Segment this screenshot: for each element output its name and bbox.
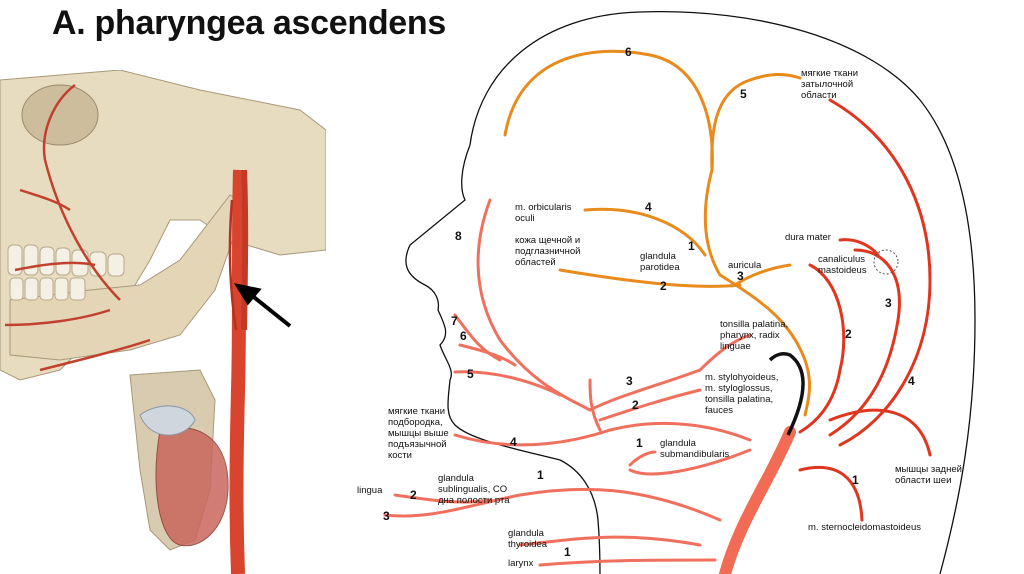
label-canaliculus: canaliculus mastoideus (818, 254, 868, 276)
number-2-right: 2 (845, 327, 852, 341)
label-larynx: larynx (508, 558, 534, 569)
number-8: 8 (455, 229, 462, 243)
thyroid-gland-shape (155, 427, 229, 547)
number-3-right: 3 (885, 296, 892, 310)
number-3-auricula: 3 (737, 269, 744, 283)
face-profile (405, 144, 601, 574)
number-1-right: 1 (852, 473, 859, 487)
branch-pink-3 (588, 368, 702, 412)
branch-red-4 (828, 408, 932, 457)
branch-pink-submand (628, 450, 657, 467)
number-2-cheek: 2 (660, 279, 667, 293)
label-soft-tissue-occipital: мягкие ткани затылочной области (801, 68, 861, 101)
slide-title: A. pharyngea ascendens (52, 4, 446, 42)
branch-red-dura (838, 238, 880, 257)
label-thyroid: glandula thyroidea (508, 528, 548, 550)
label-stylohyoid: m. stylohyoideus, m. styloglossus, tonsi… (705, 372, 781, 416)
artery-trunk (719, 426, 796, 574)
label-tonsilla: tonsilla palatina, pharynx, radix lingua… (720, 319, 791, 352)
label-neck-back: мышцы задней области шеи (895, 464, 965, 486)
branch-pink-6 (458, 343, 517, 367)
branch-pink-tonsil (698, 333, 752, 372)
branch-pink-1 (628, 448, 752, 476)
branch-red-3 (828, 248, 901, 437)
number-2-stylo: 2 (632, 398, 639, 412)
branch-pink-lingua (383, 487, 722, 522)
label-scm: m. sternocleidomastoideus (808, 522, 921, 533)
branch-pink-larynx (538, 558, 717, 567)
branch-pink-7 (453, 313, 502, 362)
number-4-oculi: 4 (645, 200, 652, 214)
branch-orange-4 (583, 207, 707, 257)
branch-orange-2 (558, 268, 742, 288)
label-auricula: auricula (728, 260, 762, 271)
label-dura-mater: dura mater (785, 232, 831, 243)
external-carotid (241, 169, 249, 331)
canaliculus-circle (873, 249, 899, 275)
branch-orange-3 (733, 263, 792, 287)
label-lingua: lingua (357, 485, 383, 496)
branch-red-2 (798, 263, 846, 434)
lower-teeth (9, 277, 86, 301)
branch-pink-main (453, 421, 752, 447)
number-4-chin: 4 (510, 435, 517, 449)
number-1-sublingual: 1 (537, 468, 544, 482)
branch-red-1 (798, 465, 864, 522)
number-6-top: 6 (625, 45, 632, 59)
facial-artery-branches (4, 84, 151, 372)
number-5-top: 5 (740, 87, 747, 101)
number-3-lingua: 3 (383, 509, 390, 523)
number-3-tonsil: 3 (626, 374, 633, 388)
branch-pink-2 (598, 388, 702, 422)
branch-pink-8 (476, 198, 592, 412)
branch-orange-main (703, 168, 811, 417)
trunk-black-end (768, 352, 805, 436)
label-cheek-skin: кожа щечной и подглазничной областей (515, 235, 583, 268)
branch-orange-6 (503, 49, 714, 172)
number-5-face: 5 (467, 367, 474, 381)
ascending-pharyngeal-artery (228, 199, 238, 331)
branch-pink-thyroid (518, 535, 702, 547)
label-orbicularis: m. orbicularis oculi (515, 202, 574, 224)
cartilage-shape (139, 405, 196, 436)
number-1-thyroid: 1 (564, 545, 571, 559)
number-1-submand: 1 (636, 436, 643, 450)
number-7: 7 (451, 314, 458, 328)
branch-pink-lingua-2 (393, 493, 492, 504)
number-2-lingua: 2 (410, 488, 417, 502)
branch-pink-4-up (588, 378, 602, 432)
branch-pink-5 (453, 370, 562, 397)
number-6-face: 6 (460, 329, 467, 343)
label-parotid: glandula parotidea (640, 251, 680, 273)
carotid-artery (229, 169, 247, 574)
anatomy-illustration (0, 70, 326, 574)
branch-orange-5 (710, 73, 802, 172)
pointer-arrow (233, 283, 292, 328)
number-4-right: 4 (908, 374, 915, 388)
label-sublingual: glandula sublingualis, CO дна полости рт… (438, 473, 510, 506)
label-chin-soft-tissue: мягкие ткани подбородка, мышцы выше подъ… (388, 406, 451, 461)
head-outline (469, 11, 976, 574)
orbit-shape (21, 84, 99, 146)
number-1-parotid: 1 (688, 239, 695, 253)
label-submandibular: glandula submandibularis (660, 438, 729, 460)
